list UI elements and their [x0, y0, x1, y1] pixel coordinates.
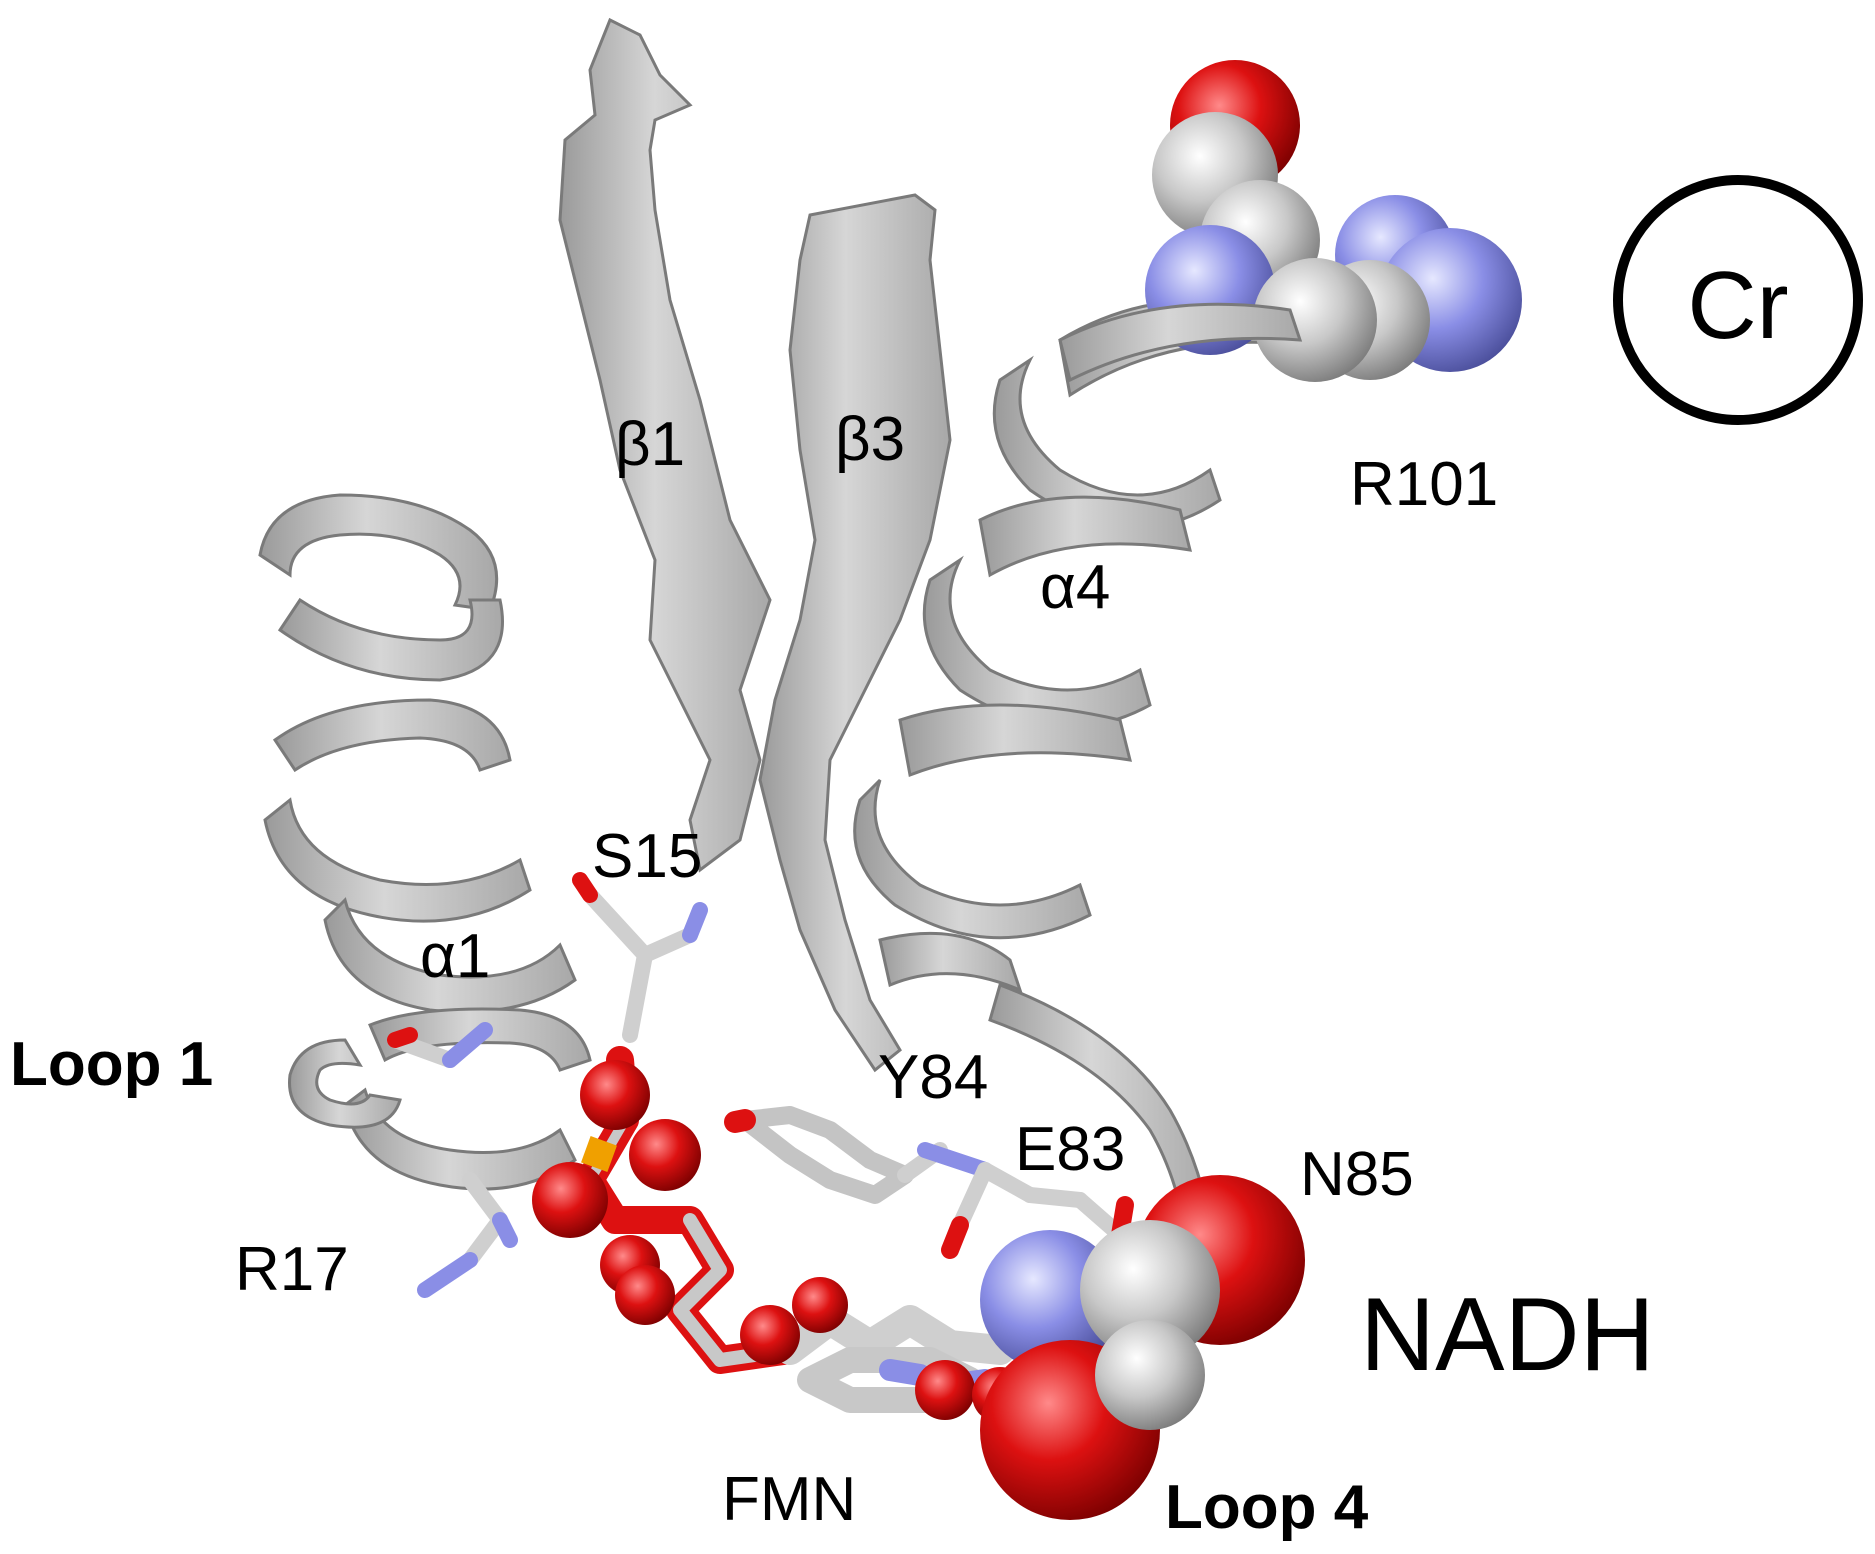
y84-label: Y84 [878, 1043, 988, 1112]
beta3-strand [758, 193, 952, 1073]
r17-label: R17 [235, 1235, 349, 1304]
alpha1-label: α1 [420, 922, 490, 991]
fmn-molecule [576, 1046, 1082, 1413]
s15-sidechain [572, 872, 708, 1043]
r101-label: R101 [1350, 450, 1498, 519]
s15-label: S15 [592, 822, 702, 891]
e83-label: E83 [1015, 1115, 1125, 1184]
fmn-label: FMN [722, 1465, 856, 1534]
beta3-label: β3 [835, 405, 905, 474]
r17-sidechain [417, 1172, 518, 1298]
n85-label: N85 [1300, 1140, 1414, 1209]
alpha4-label: α4 [1040, 553, 1110, 622]
nadh-spheres [980, 1175, 1305, 1520]
loop1-ribbon [288, 1038, 402, 1129]
cr-label: Cr [1687, 252, 1788, 359]
alpha4-ribbon-tip [1058, 302, 1303, 383]
loop1-residue-sticks [387, 1022, 493, 1068]
beta1-label: β1 [615, 410, 685, 479]
loop1-label: Loop 1 [10, 1030, 213, 1099]
beta1-strand [558, 17, 772, 873]
y84-sidechain [724, 1106, 948, 1204]
nadh-label: NADH [1360, 1277, 1655, 1393]
loop4-label: Loop 4 [1165, 1473, 1369, 1542]
cr-marker [1613, 175, 1863, 425]
